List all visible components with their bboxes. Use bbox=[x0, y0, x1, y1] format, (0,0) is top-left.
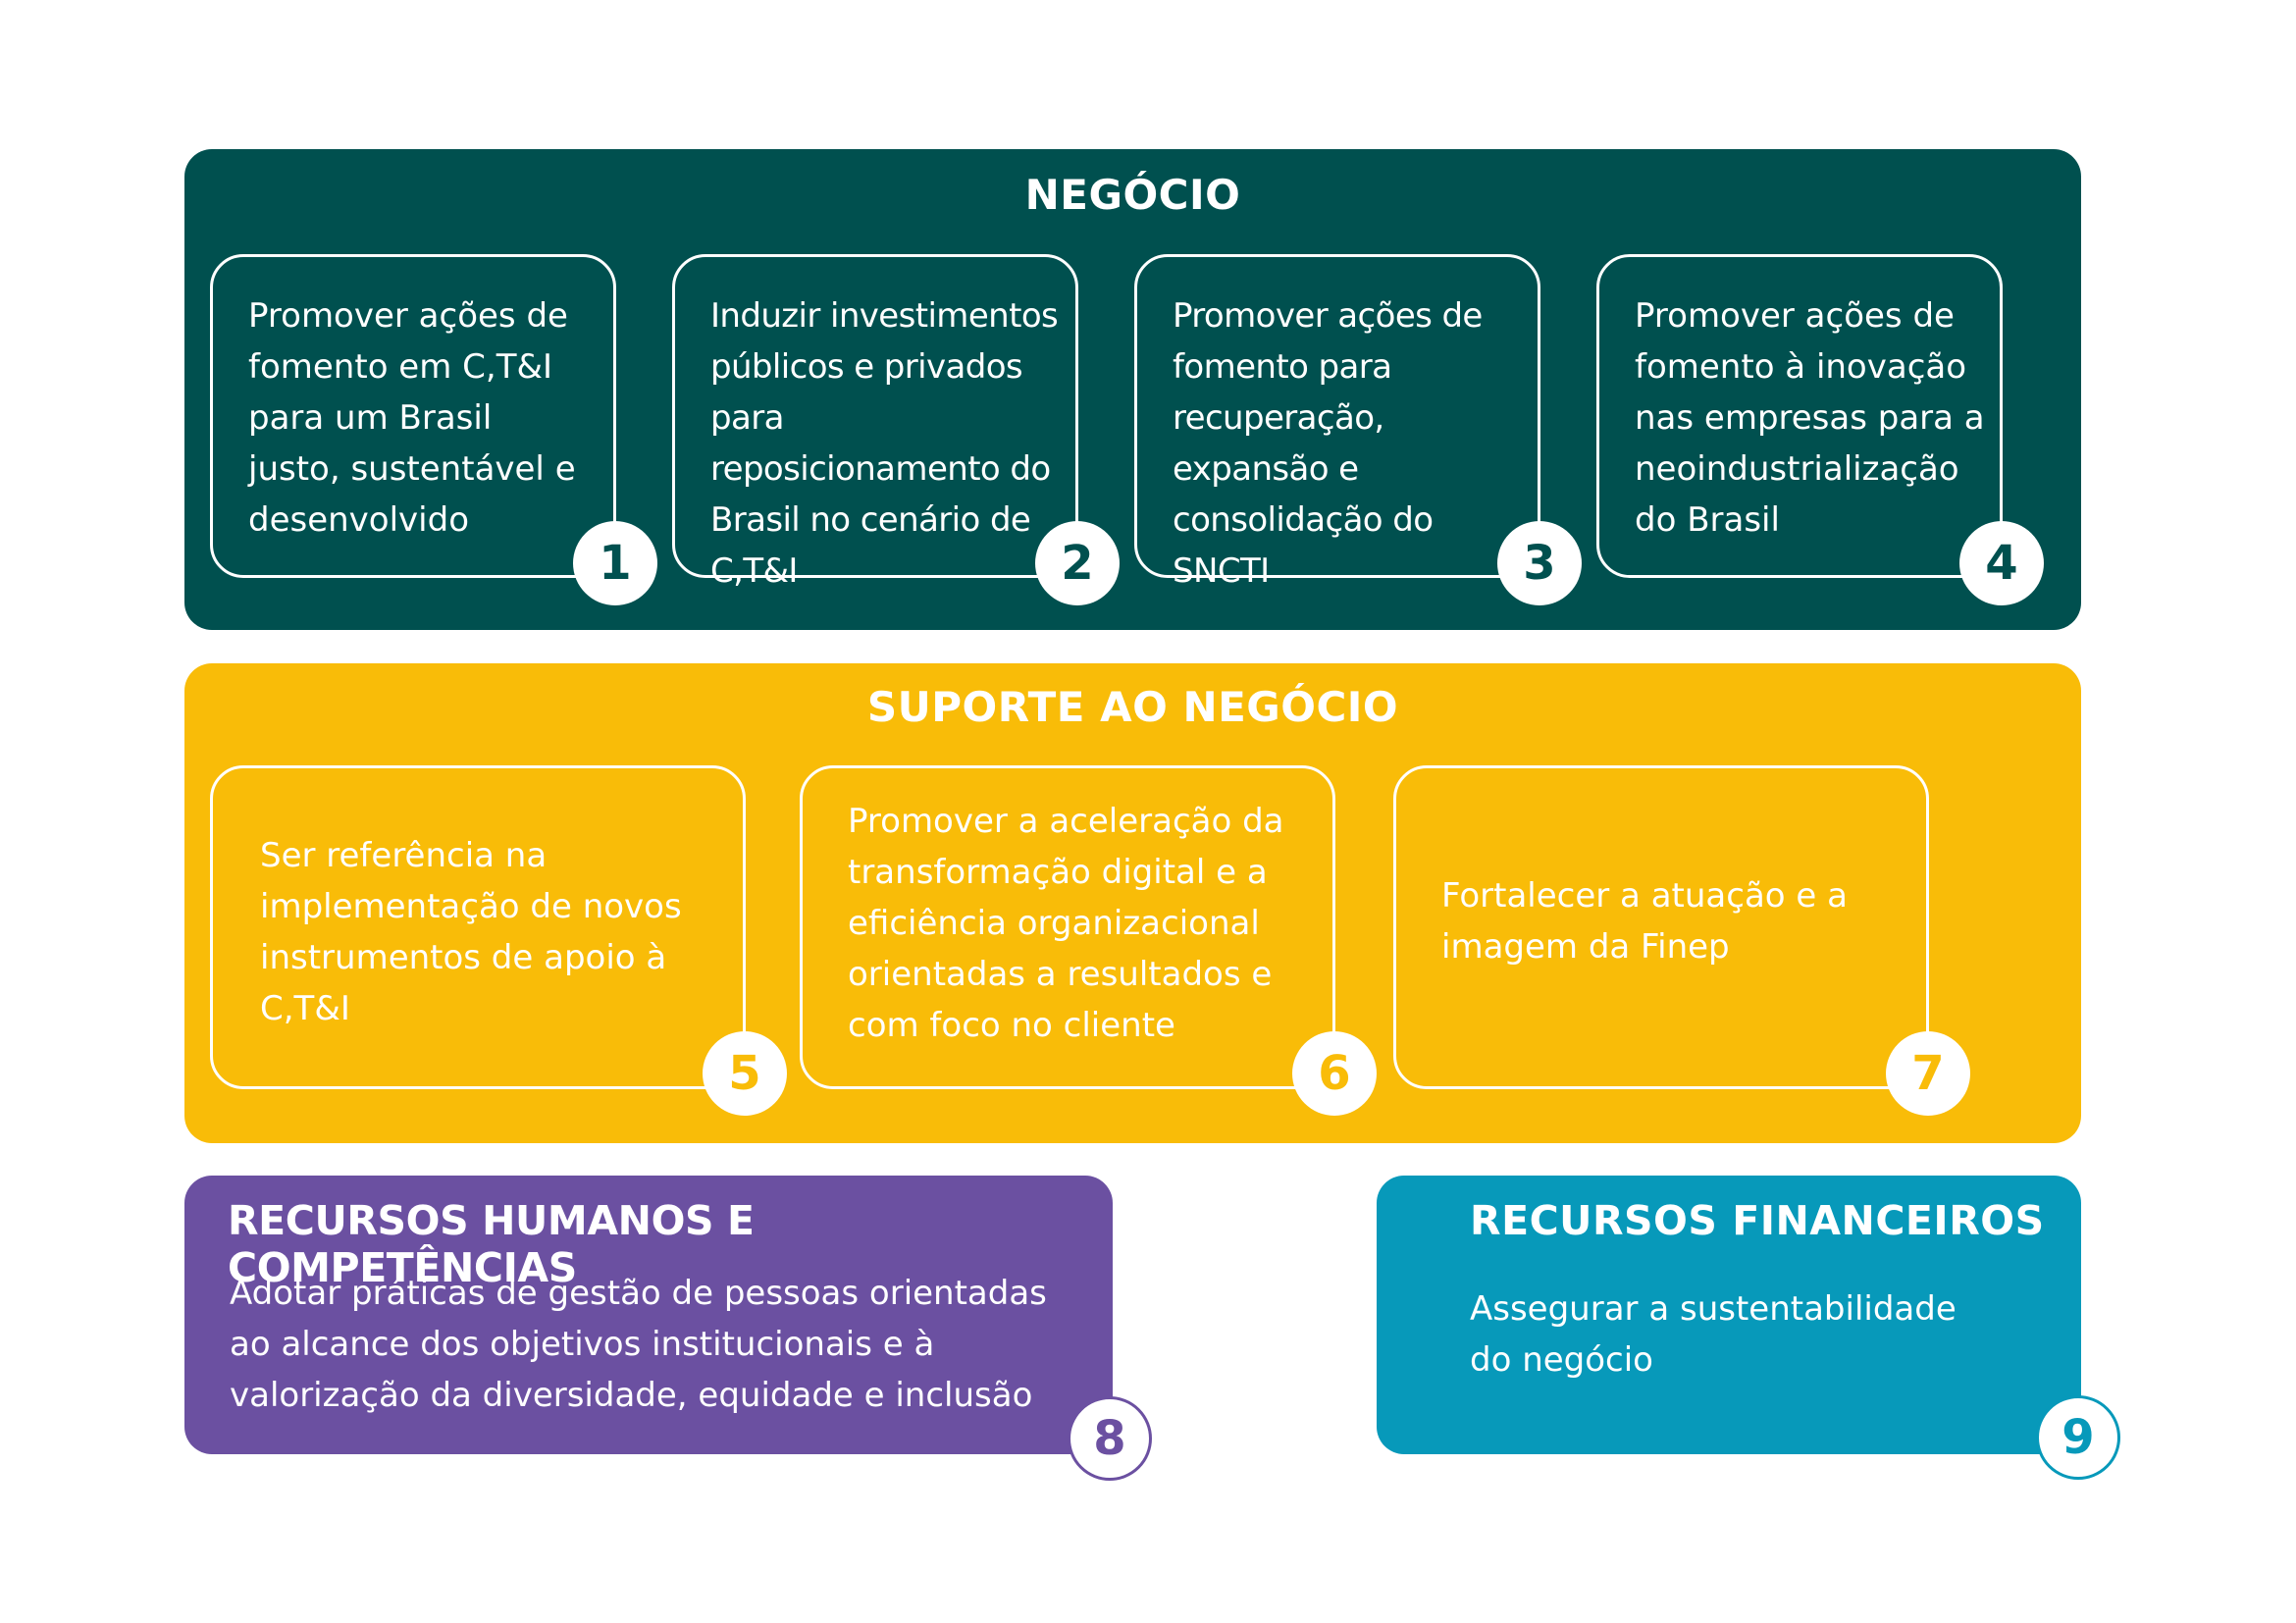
badge-number-7: 7 bbox=[1886, 1031, 1970, 1116]
suporte-card-7-text: Fortalecer a atuação e a imagem da Finep bbox=[1441, 876, 1848, 967]
badge-number-8: 8 bbox=[1068, 1396, 1152, 1481]
suporte-title: SUPORTE AO NEGÓCIO bbox=[866, 683, 1399, 731]
negocio-card-4: Promover ações de fomento à inovação nas… bbox=[1596, 254, 2003, 578]
negocio-card-2-text: Induzir investimentos públicos e privado… bbox=[710, 296, 1059, 591]
recursos-financeiros-panel: RECURSOS FINANCEIROS Assegurar a sustent… bbox=[1377, 1176, 2081, 1454]
suporte-card-6: Promover a aceleração da transformação d… bbox=[800, 765, 1335, 1089]
badge-number-6: 6 bbox=[1292, 1031, 1377, 1116]
badge-number-2: 2 bbox=[1035, 521, 1120, 605]
suporte-card-5: Ser referência na implementação de novos… bbox=[210, 765, 746, 1089]
recursos-financeiros-title: RECURSOS FINANCEIROS bbox=[1470, 1197, 2045, 1244]
recursos-humanos-text: Adotar práticas de gestão de pessoas ori… bbox=[230, 1274, 1047, 1415]
badge-number-5: 5 bbox=[703, 1031, 787, 1116]
badge-number-1: 1 bbox=[573, 521, 657, 605]
suporte-card-6-text: Promover a aceleração da transformação d… bbox=[848, 802, 1284, 1045]
suporte-panel: SUPORTE AO NEGÓCIO Ser referência na imp… bbox=[184, 663, 2081, 1143]
negocio-title: NEGÓCIO bbox=[1024, 171, 1241, 219]
badge-number-9: 9 bbox=[2036, 1395, 2120, 1480]
negocio-card-1: Promover ações de fomento em C,T&I para … bbox=[210, 254, 616, 578]
badge-number-4: 4 bbox=[1959, 521, 2044, 605]
badge-number-3: 3 bbox=[1497, 521, 1582, 605]
suporte-card-7: Fortalecer a atuação e a imagem da Finep bbox=[1393, 765, 1929, 1089]
negocio-card-1-text: Promover ações de fomento em C,T&I para … bbox=[248, 296, 576, 540]
recursos-humanos-panel: RECURSOS HUMANOS E COMPETÊNCIAS Adotar p… bbox=[184, 1176, 1113, 1454]
negocio-panel: NEGÓCIO Promover ações de fomento em C,T… bbox=[184, 149, 2081, 630]
negocio-card-4-text: Promover ações de fomento à inovação nas… bbox=[1635, 296, 1985, 540]
negocio-card-2: Induzir investimentos públicos e privado… bbox=[672, 254, 1078, 591]
suporte-card-5-text: Ser referência na implementação de novos… bbox=[260, 836, 682, 1028]
recursos-humanos-title: RECURSOS HUMANOS E COMPETÊNCIAS bbox=[228, 1197, 755, 1291]
negocio-card-3: Promover ações de fomento para recuperaç… bbox=[1134, 254, 1540, 591]
recursos-financeiros-text: Assegurar a sustentabilidade do negócio bbox=[1470, 1289, 1957, 1380]
negocio-card-3-text: Promover ações de fomento para recuperaç… bbox=[1173, 296, 1483, 591]
